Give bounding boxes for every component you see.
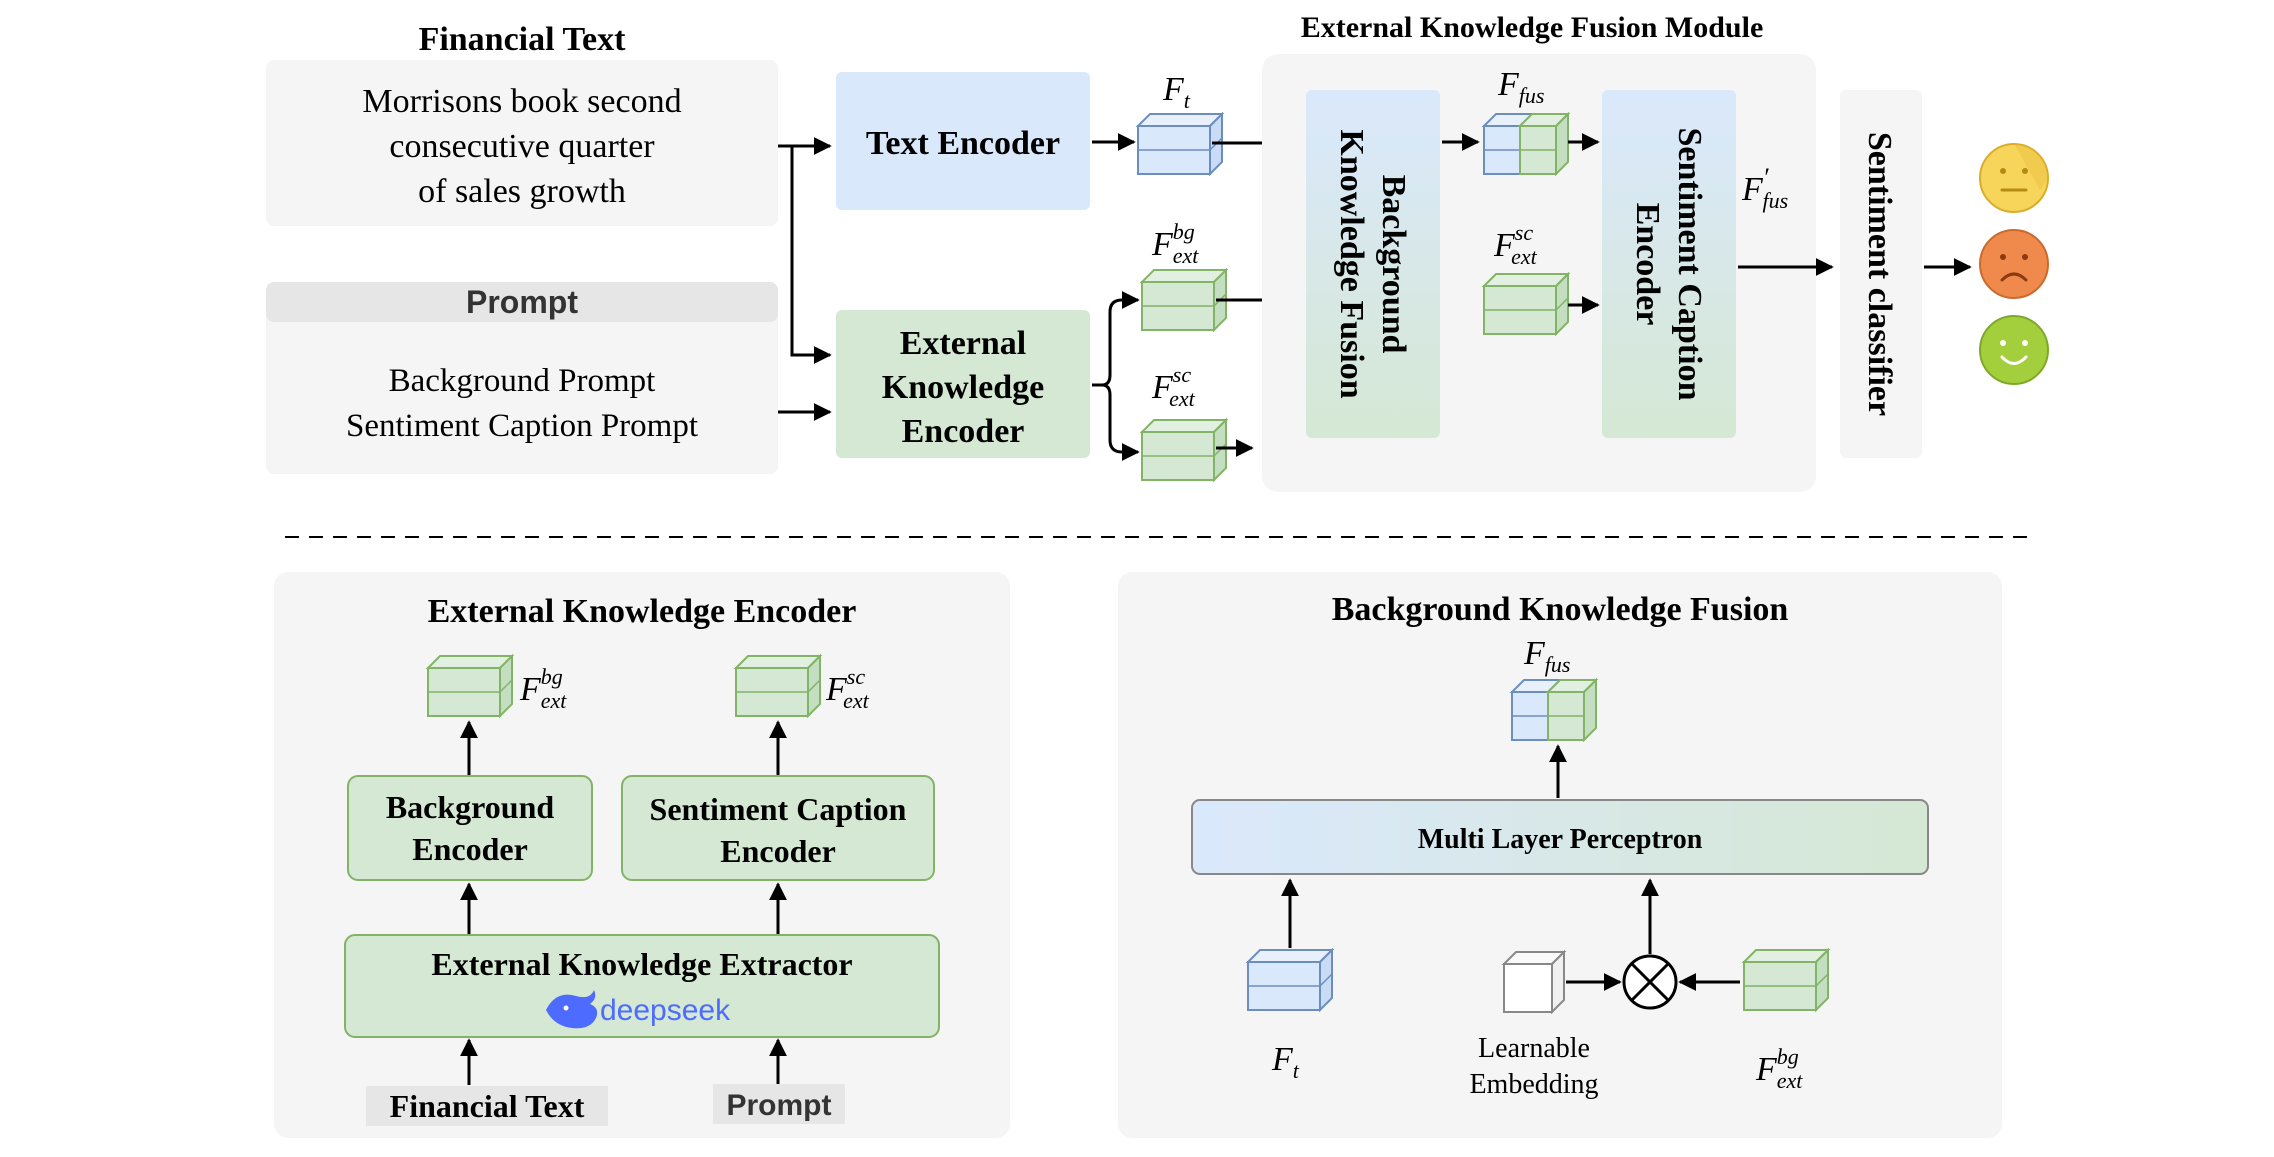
bl-fext-sc-cube: [735, 655, 821, 717]
ffus-prime-label: F′fus: [1741, 163, 1788, 213]
learnable-line-1: Learnable: [1478, 1033, 1590, 1064]
financial-text-line-3: of sales growth: [418, 173, 626, 210]
bl-fext-bg-cube: [427, 655, 513, 717]
background-prompt-text: Background Prompt: [389, 363, 656, 399]
bkf-detail-title: Background Knowledge Fusion: [1332, 591, 1789, 628]
financial-text-input-label: Financial Text: [390, 1088, 585, 1124]
text-encoder-block: [836, 72, 1090, 210]
prompt-panel: [266, 282, 778, 474]
bg-encoder-line-2: Encoder: [412, 831, 528, 867]
fext-sc-inner-cube: [1483, 273, 1569, 335]
financial-text-input-tag: [366, 1086, 608, 1126]
bkf-rotated-label: Background Knowledge Fusion: [1333, 129, 1412, 398]
br-ft-cube: [1247, 949, 1333, 1011]
ft-feature-cube: [1137, 113, 1223, 175]
external-knowledge-encoder-block: [836, 310, 1090, 458]
multiply-operator-icon: [1622, 954, 1678, 1010]
happy-face-icon: [1979, 315, 2049, 385]
ext-encoder-line-3: Encoder: [902, 413, 1025, 450]
fext-bg-feature-cube: [1141, 269, 1227, 331]
bg-encoder-line-1: Background: [386, 789, 555, 825]
sad-face-icon: [1979, 229, 2049, 299]
classifier-label: Sentiment classifier: [1861, 132, 1898, 416]
ext-encoder-line-1: External: [900, 325, 1027, 362]
sentiment-caption-encoder-detail-block: [621, 775, 935, 881]
learnable-line-2: Embedding: [1469, 1069, 1598, 1100]
fext-sc-feature-cube: [1141, 419, 1227, 481]
bkf-line-2: Knowledge Fusion: [1333, 129, 1370, 398]
background-encoder-block: [347, 775, 593, 881]
financial-text-line-2: consecutive quarter: [389, 128, 655, 165]
arrow-ext-to-fbg: [1092, 291, 1140, 387]
arrow-ext-to-fsc: [1101, 383, 1140, 461]
sce-rotated-label: Sentiment Caption Encoder: [1629, 128, 1708, 401]
sc-encoder-line-2: Encoder: [720, 833, 836, 869]
mlp-block: [1191, 799, 1929, 875]
financial-text-title: Financial Text: [419, 21, 627, 58]
sentiment-caption-prompt-text: Sentiment Caption Prompt: [346, 408, 698, 444]
financial-text-panel: [266, 60, 778, 226]
ext-encoder-detail-title: External Knowledge Encoder: [428, 593, 857, 630]
sc-encoder-line-1: Sentiment Caption: [650, 791, 907, 827]
br-ft-label: Ft: [1271, 1041, 1300, 1083]
background-knowledge-fusion-block: [1306, 90, 1440, 438]
text-encoder-label: Text Encoder: [866, 125, 1060, 162]
prompt-input-label: Prompt: [727, 1089, 832, 1122]
arrow-text-to-ext-encoder: [778, 144, 832, 364]
whale-icon: [546, 990, 598, 1029]
fusion-module-title: External Knowledge Fusion Module: [1301, 11, 1764, 44]
financial-text-line-1: Morrisons book second: [362, 83, 681, 120]
br-ffus-cube: [1511, 679, 1597, 741]
sce-line-2: Encoder: [1629, 203, 1666, 326]
ext-encoder-line-2: Knowledge: [882, 369, 1044, 406]
prompt-input-tag: [713, 1084, 845, 1124]
br-fext-bg-cube: [1743, 949, 1829, 1011]
mlp-label: Multi Layer Perceptron: [1418, 824, 1703, 855]
ffus-label: Ffus: [1497, 66, 1544, 108]
learnable-embedding-cube: [1503, 951, 1565, 1013]
sentiment-classifier-block: [1840, 90, 1922, 458]
ffus-feature-cube: [1483, 113, 1569, 175]
external-knowledge-extractor-block: [344, 934, 940, 1038]
sentiment-caption-encoder-block: [1602, 90, 1736, 438]
classifier-rotated-label: Sentiment classifier: [1861, 132, 1898, 416]
neutral-face-icon: [1979, 143, 2049, 213]
ft-label: Ft: [1162, 71, 1191, 113]
prompt-header: [266, 282, 778, 322]
deepseek-logo-text: deepseek: [600, 994, 731, 1027]
bkf-line-1: Background: [1375, 175, 1412, 354]
sce-line-1: Sentiment Caption: [1671, 128, 1708, 401]
br-ffus-label: Ffus: [1523, 635, 1570, 677]
deepseek-logo: deepseek: [546, 990, 731, 1029]
prompt-header-label: Prompt: [466, 284, 578, 320]
extractor-label: External Knowledge Extractor: [431, 946, 852, 982]
